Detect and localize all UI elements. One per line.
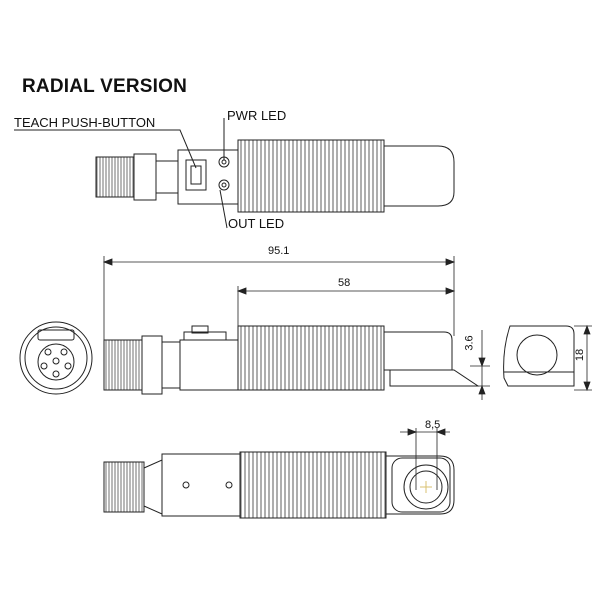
connector-thread	[95, 156, 135, 198]
connector-neck	[155, 160, 179, 194]
teach-button-leader	[14, 129, 197, 169]
lens-outer	[403, 464, 449, 510]
side-button-housing	[183, 331, 227, 340]
connector-ring	[133, 153, 157, 201]
head-block	[177, 149, 239, 205]
side-lens-plate	[389, 369, 480, 387]
bottom-threaded-body	[239, 451, 387, 519]
side-neck	[161, 341, 181, 389]
dimension-threaded-length: 58	[338, 277, 351, 289]
dimension-lines	[102, 256, 592, 490]
drawing-title: RADIAL VERSION	[22, 76, 188, 97]
lens-frame	[391, 457, 451, 513]
side-button	[191, 325, 209, 334]
out-led-leader	[219, 189, 228, 229]
top-view	[14, 118, 455, 229]
connector-front-view	[19, 321, 93, 395]
side-tail	[384, 331, 453, 371]
side-connector-thread	[103, 339, 143, 391]
bottom-view	[103, 451, 455, 519]
out-led-inner	[221, 182, 227, 188]
bottom-head	[161, 453, 241, 517]
lens-inner	[409, 470, 443, 504]
side-view	[103, 325, 480, 395]
teach-button	[185, 159, 207, 191]
out-led-label: OUT LED	[228, 216, 285, 231]
end-view	[503, 325, 575, 387]
bottom-neck	[143, 459, 163, 515]
dimension-overall-length: 95.1	[268, 245, 290, 257]
side-threaded-body	[237, 325, 385, 391]
pwr-led	[218, 156, 230, 168]
bottom-connector-thread	[103, 461, 145, 513]
teach-button-inner	[190, 165, 202, 185]
bottom-screw-left	[182, 481, 190, 489]
dimension-lens-width: 8,5	[425, 419, 441, 431]
side-head	[179, 339, 239, 391]
bottom-screw-right	[225, 481, 233, 489]
out-led	[218, 179, 230, 191]
teach-button-label: TEACH PUSH-BUTTON	[14, 115, 156, 130]
body-tail	[383, 145, 455, 207]
pwr-led-label: PWR LED	[227, 108, 287, 123]
pwr-led-inner	[221, 159, 227, 165]
side-connector-ring	[141, 335, 163, 395]
threaded-body	[237, 139, 385, 213]
bottom-tail	[385, 455, 455, 515]
